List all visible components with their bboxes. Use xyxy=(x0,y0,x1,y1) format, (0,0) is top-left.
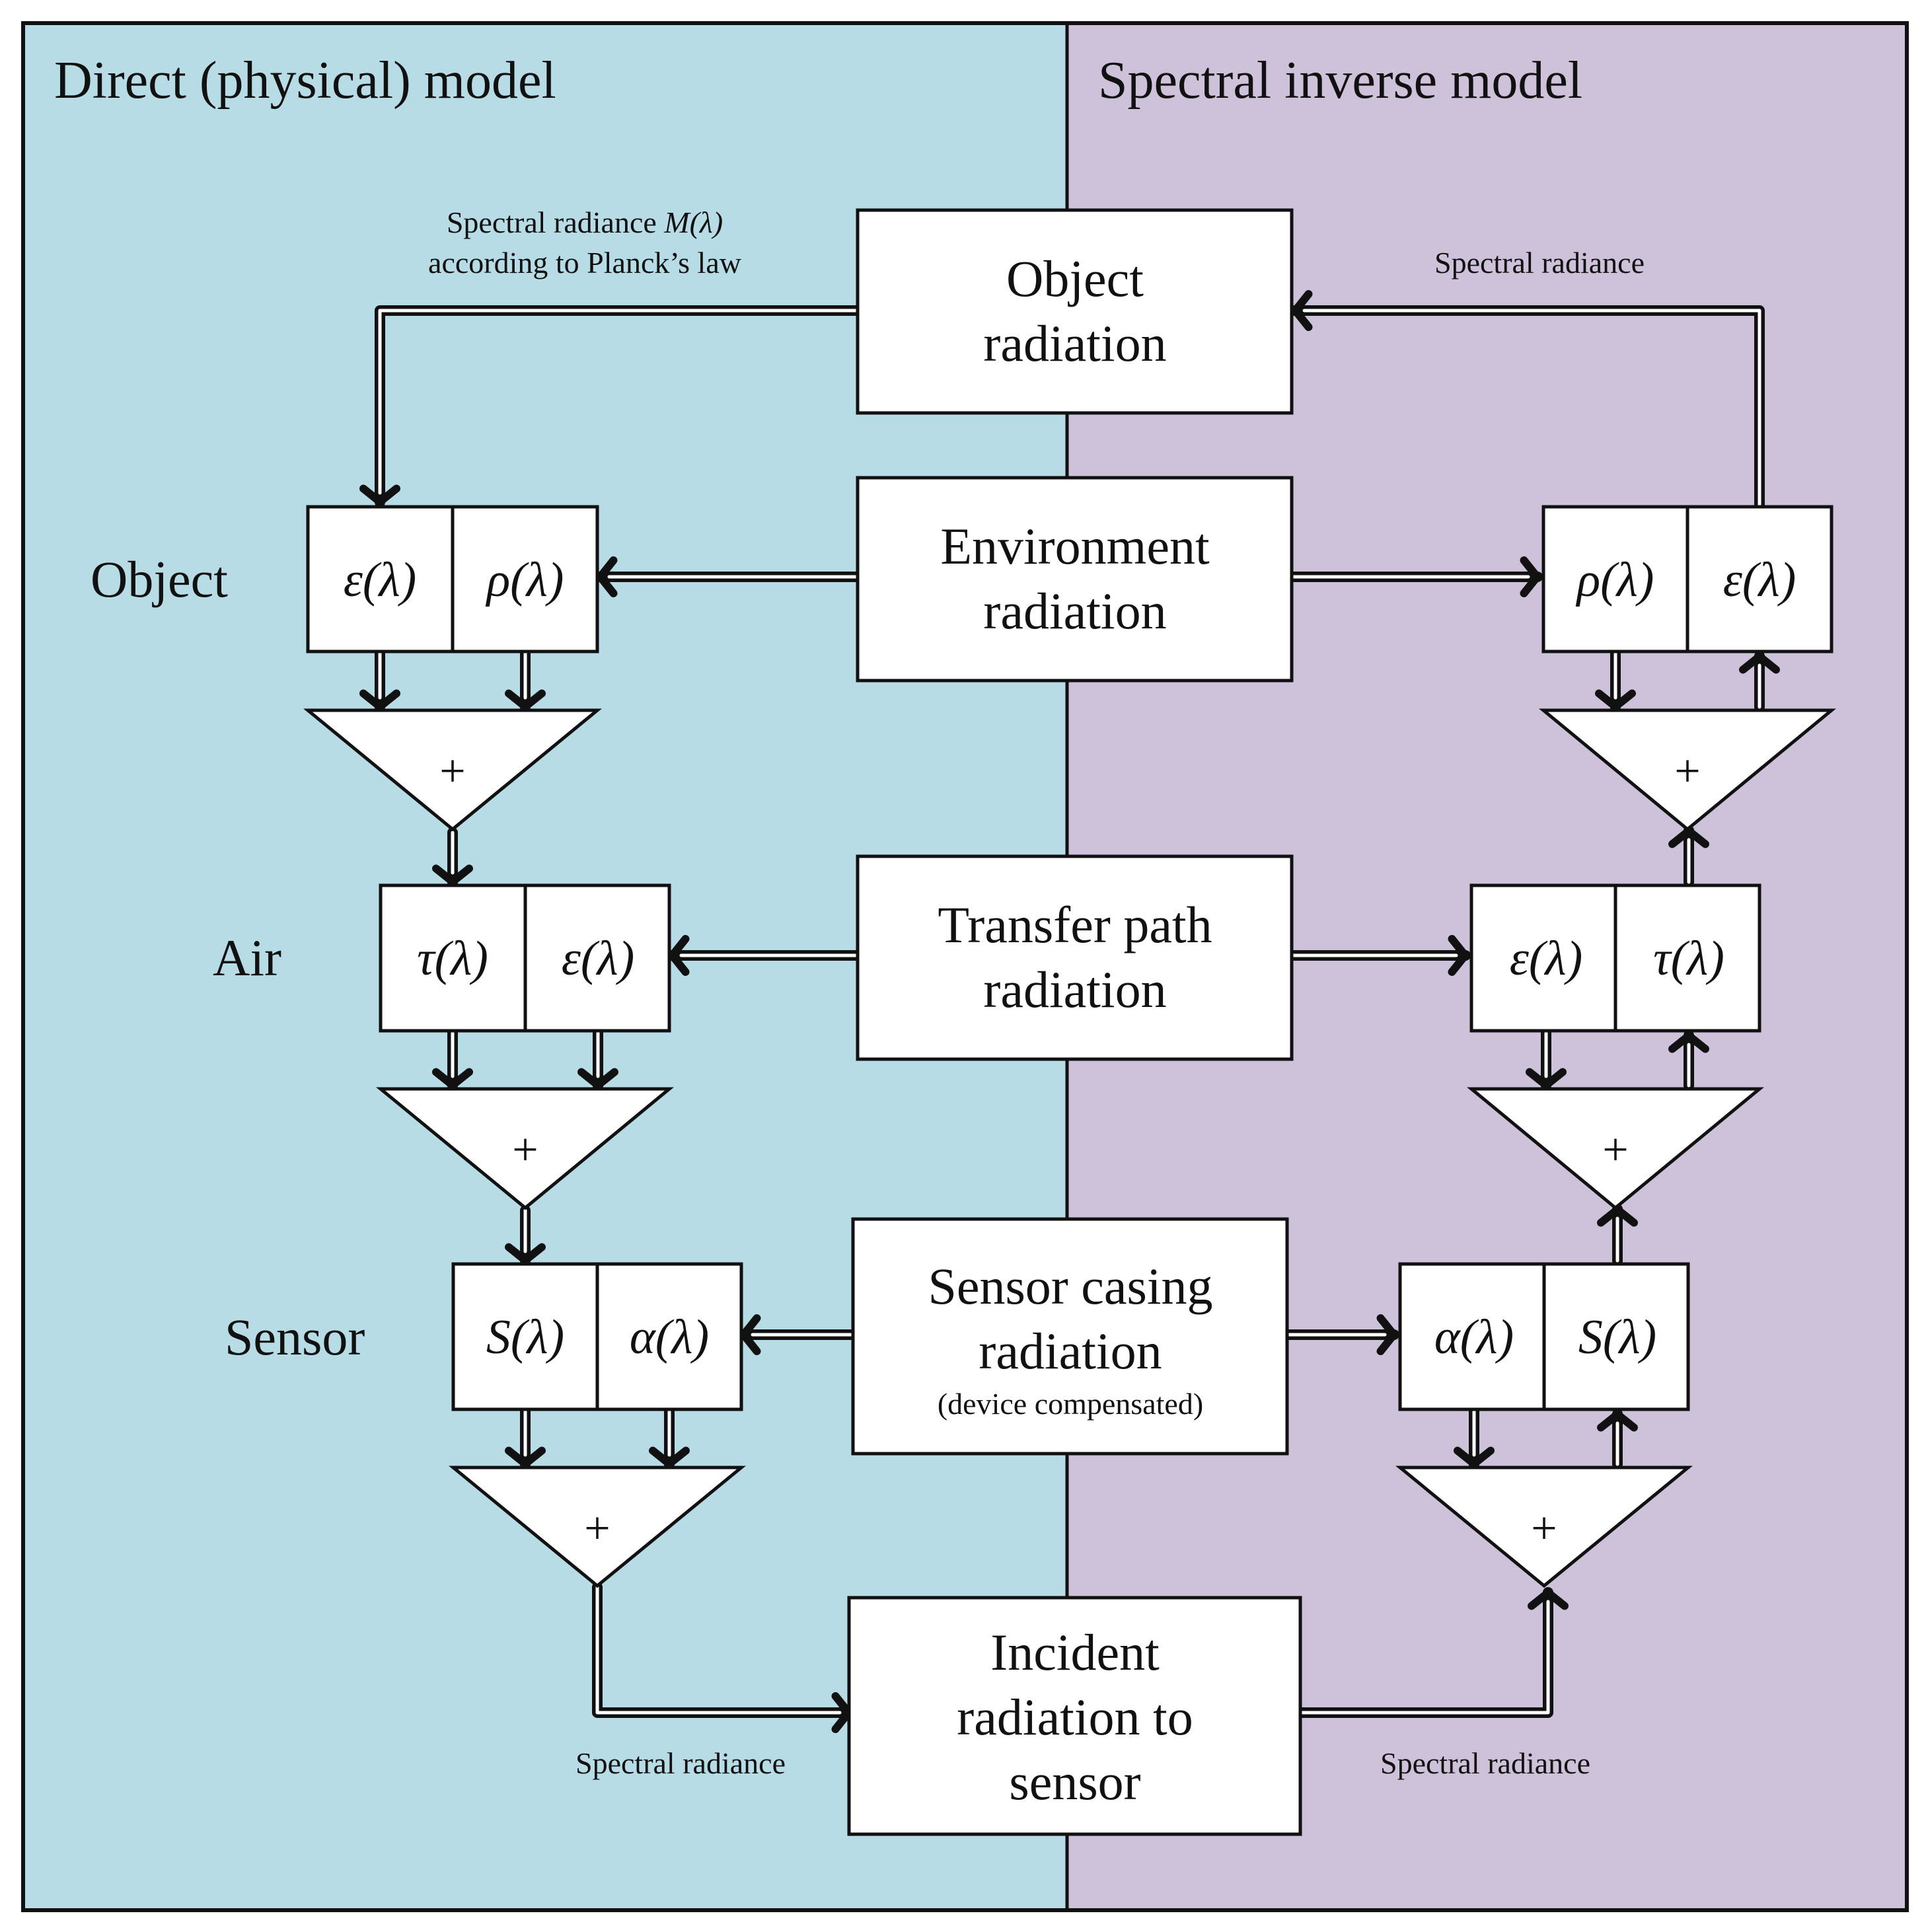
incident-line3: sensor xyxy=(1009,1753,1140,1810)
left-sensor-cell-2: α(λ) xyxy=(630,1310,709,1364)
left-object-cell-1: ε(λ) xyxy=(344,553,417,607)
incident-radiation-box: Incident radiation to sensor xyxy=(847,1596,1302,1836)
left-object-cell-2: ρ(λ) xyxy=(486,553,564,607)
connectors xyxy=(359,290,1780,1733)
right-panel-title: Spectral inverse model xyxy=(1098,52,1582,110)
bottom-right-annotation: Spectral radiance xyxy=(1380,1746,1590,1780)
row-label-air: Air xyxy=(213,929,281,986)
left-air-cell-1: τ(λ) xyxy=(417,932,488,986)
left-sum-3-symbol: + xyxy=(584,1503,610,1554)
sensor-casing-line2: radiation xyxy=(979,1322,1162,1380)
right-air-cells: ε(λ) τ(λ) xyxy=(1469,883,1761,1033)
right-object-cells: ρ(λ) ε(λ) xyxy=(1541,505,1833,653)
arrow-incident-to-right-sum3 xyxy=(1295,1587,1569,1718)
left-sum-1-symbol: + xyxy=(439,746,465,797)
left-sum-2-symbol: + xyxy=(512,1125,538,1175)
right-sensor-cell-2: S(λ) xyxy=(1578,1310,1656,1364)
left-sum-1: + xyxy=(303,708,602,832)
left-sensor-cell-1: S(λ) xyxy=(486,1310,564,1364)
left-air-cell-2: ε(λ) xyxy=(562,932,635,986)
sensor-casing-radiation-box: Sensor casing radiation (device compensa… xyxy=(851,1217,1289,1456)
object-radiation-line2: radiation xyxy=(983,315,1166,372)
bottom-left-annotation: Spectral radiance xyxy=(575,1746,786,1780)
row-label-object: Object xyxy=(91,550,228,608)
arrow-sum3-to-incident xyxy=(592,1582,854,1733)
right-sum-3: + xyxy=(1395,1466,1693,1588)
planck-annotation-line2: according to Planck’s law xyxy=(428,246,742,279)
transfer-path-line1: Transfer path xyxy=(938,896,1212,953)
right-sum-3-symbol: + xyxy=(1531,1503,1557,1554)
arrow-object-to-left-rho xyxy=(359,305,863,507)
right-sum-2-symbol: + xyxy=(1602,1125,1628,1175)
transfer-path-radiation-box: Transfer path radiation xyxy=(856,854,1294,1061)
right-sensor-cell-1: α(λ) xyxy=(1434,1310,1514,1364)
sensor-casing-line1: Sensor casing xyxy=(928,1257,1212,1315)
right-air-cell-2: τ(λ) xyxy=(1653,932,1724,986)
planck-annotation-line1: Spectral radiance M(λ) xyxy=(447,205,723,239)
right-air-cell-1: ε(λ) xyxy=(1510,932,1583,986)
right-sum-1: + xyxy=(1539,708,1836,832)
environment-radiation-line1: Environment xyxy=(940,517,1210,575)
incident-line2: radiation to xyxy=(957,1688,1193,1746)
right-sum-2: + xyxy=(1467,1087,1764,1210)
object-radiation-box: Object radiation xyxy=(856,208,1294,415)
left-panel-title: Direct (physical) model xyxy=(54,52,556,110)
left-sum-2: + xyxy=(376,1087,674,1210)
right-object-cell-1: ρ(λ) xyxy=(1576,553,1654,607)
right-object-cell-2: ε(λ) xyxy=(1723,553,1796,607)
row-label-sensor: Sensor xyxy=(225,1308,365,1366)
left-air-cells: τ(λ) ε(λ) xyxy=(379,883,671,1033)
left-sensor-cells: S(λ) α(λ) xyxy=(451,1262,743,1411)
incident-line1: Incident xyxy=(990,1623,1160,1681)
top-right-annotation: Spectral radiance xyxy=(1434,246,1645,279)
outer-frame xyxy=(21,21,1909,1912)
sensor-casing-note: (device compensated) xyxy=(938,1387,1203,1421)
environment-radiation-box: Environment radiation xyxy=(856,476,1294,683)
object-radiation-line1: Object xyxy=(1006,250,1144,307)
environment-radiation-line2: radiation xyxy=(983,582,1166,640)
left-object-cells: ε(λ) ρ(λ) xyxy=(306,505,599,653)
right-sum-1-symbol: + xyxy=(1674,746,1700,797)
arrow-right-eps-to-object xyxy=(1290,290,1765,511)
right-sensor-cells: α(λ) S(λ) xyxy=(1398,1262,1690,1411)
left-sum-3: + xyxy=(449,1466,746,1588)
transfer-path-line2: radiation xyxy=(983,961,1166,1018)
